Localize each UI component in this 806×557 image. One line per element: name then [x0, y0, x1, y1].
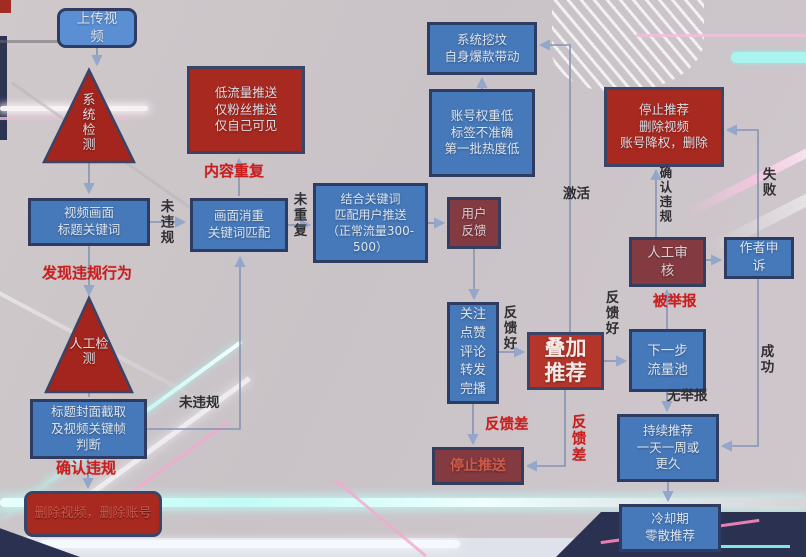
- stack-recommend-node: 叠加 推荐: [527, 332, 604, 390]
- engagement-metrics-node: 关注 点赞 评论 转发 完播: [447, 302, 499, 404]
- account-weight-low-node: 账号权重低 标签不准确 第一批热度低: [429, 89, 535, 177]
- manual-check-label: 人工检测: [69, 337, 109, 367]
- label-feedback-good-right: 反馈好: [602, 290, 619, 337]
- label-success: 成功: [757, 344, 774, 375]
- video-frame-keywords-node: 视频画面 标题关键词: [28, 198, 150, 246]
- manual-review-node: 人工审核: [629, 237, 706, 287]
- dedup-keyword-match-node: 画面消重 关键词匹配: [190, 198, 288, 252]
- label-not-duplicate: 未重复: [290, 192, 307, 239]
- stop-recommend-delete-node: 停止推荐 删除视频 账号降权，删除: [604, 87, 724, 167]
- label-feedback-good-upper: 反馈好: [500, 305, 517, 352]
- label-not-violate-bottom: 未违规: [179, 395, 220, 411]
- label-no-report: 无举报: [667, 388, 708, 404]
- label-found-violation: 发现违规行为: [42, 264, 133, 282]
- title-cover-judge-node: 标题封面截取 及视频关键帧 判断: [30, 399, 147, 459]
- label-reported: 被举报: [653, 294, 697, 310]
- label-not-violate-top: 未违规: [157, 199, 174, 246]
- label-feedback-bad-left: 反馈差: [485, 417, 529, 433]
- upload-video-node: 上传视频: [57, 8, 137, 48]
- system-dig-node: 系统挖坟 自身爆款带动: [427, 22, 537, 75]
- label-activate: 激活: [563, 186, 590, 202]
- combine-keyword-push-node: 结合关键词 匹配用户推送 （正常流量300-500）: [313, 183, 428, 263]
- label-feedback-bad-right: 反馈差: [569, 414, 586, 464]
- cooldown-recommend-node: 冷却期 零散推荐: [619, 504, 721, 552]
- author-appeal-node: 作者申诉: [724, 237, 794, 279]
- label-confirm-violation-right: 确认违规: [657, 166, 673, 224]
- continuous-recommend-node: 持续推荐 一天一周或 更久: [617, 414, 719, 482]
- user-feedback-node: 用户 反馈: [447, 197, 501, 249]
- system-check-label: 系统检测: [82, 93, 96, 153]
- low-traffic-push-node: 低流量推送 仅粉丝推送 仅自己可见: [187, 66, 305, 154]
- next-traffic-pool-node: 下一步 流量池: [629, 329, 706, 392]
- label-content-duplicate: 内容重复: [204, 162, 265, 180]
- delete-video-account-node: 删除视频，删除账号: [24, 491, 162, 537]
- stop-push-node: 停止推送: [432, 447, 524, 485]
- label-fail: 失败: [759, 167, 776, 198]
- label-confirm-violation-left: 确认违规: [56, 459, 117, 477]
